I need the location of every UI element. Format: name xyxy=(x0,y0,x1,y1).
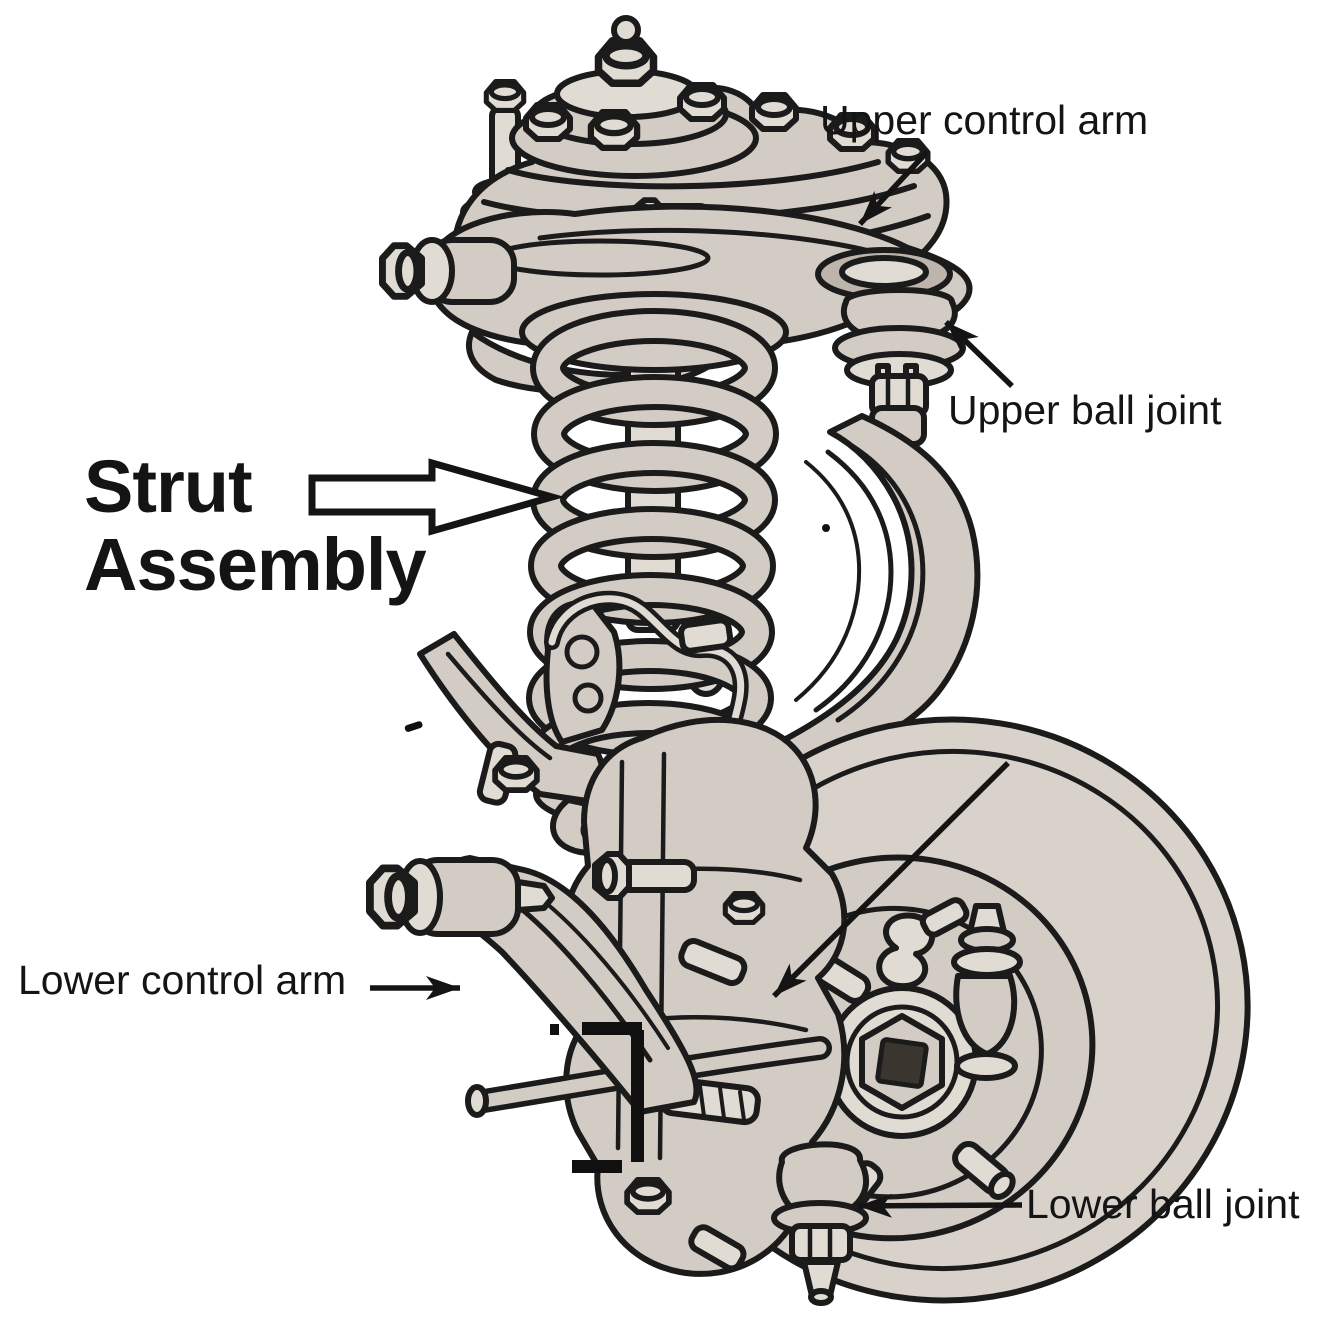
strut-assembly-block-arrow xyxy=(308,458,565,536)
upper-control-arm-label: Upper control arm xyxy=(820,97,1149,143)
lower-control-arm-label: Lower control arm xyxy=(18,957,347,1003)
knuckle-leader-arrow xyxy=(772,761,1010,998)
lower-ball-joint-part xyxy=(771,1141,869,1306)
ink-dot xyxy=(822,524,830,532)
hub-fittings xyxy=(876,897,1023,1081)
strut-assembly-line2: Assembly xyxy=(84,523,427,606)
upper-ball-joint-part xyxy=(832,287,966,417)
upper-ball-joint-arrow xyxy=(944,320,1014,388)
upper-control-arm-arrow xyxy=(857,150,930,226)
upper-ball-joint-label: Upper ball joint xyxy=(948,387,1222,433)
brake-hose xyxy=(543,590,749,780)
strut-assembly-label: Strut Assembly xyxy=(84,445,427,606)
strut-assembly-line1: Strut xyxy=(84,445,253,528)
leader-arrows xyxy=(370,150,1023,1218)
wheel-hub xyxy=(825,985,979,1139)
lower-ball-joint-label: Lower ball joint xyxy=(1026,1181,1300,1227)
crop-marks xyxy=(404,524,830,1173)
lower-ball-joint-arrow xyxy=(857,1193,1023,1218)
